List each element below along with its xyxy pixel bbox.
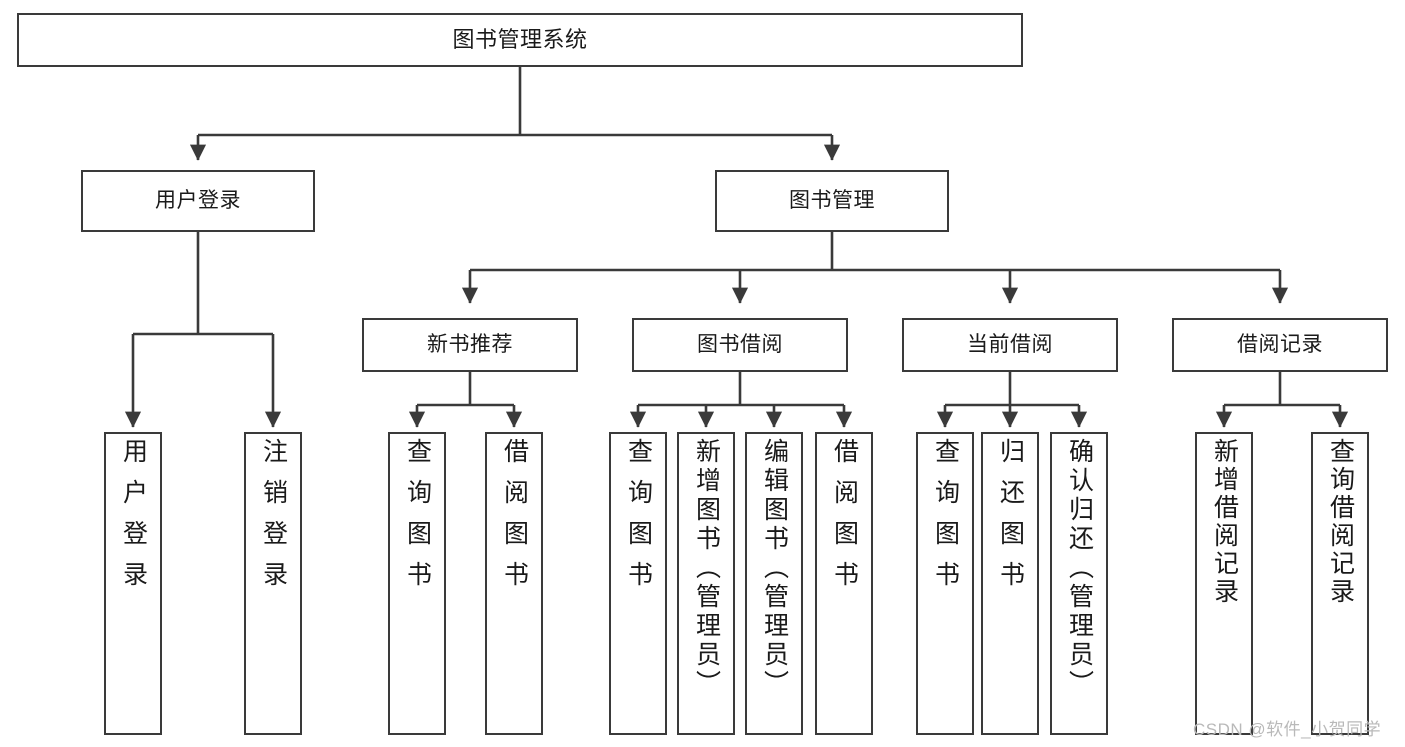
node-root-system[interactable]: 图书管理系统 <box>17 13 1023 67</box>
node-label: 借阅图书 <box>500 438 529 602</box>
leaf-borrow-borrow-book[interactable]: 借阅图书 <box>815 432 873 735</box>
node-label: 用户登录 <box>155 188 241 212</box>
node-label: 新书推荐 <box>427 332 513 356</box>
leaf-user-login-logout[interactable]: 注销登录 <box>244 432 302 735</box>
node-label: 注销登录 <box>259 438 288 602</box>
node-label: 归还图书 <box>996 438 1025 602</box>
node-label: 确认归还（管理员） <box>1065 438 1094 699</box>
node-user-login[interactable]: 用户登录 <box>81 170 315 232</box>
leaf-current-confirm-return-admin[interactable]: 确认归还（管理员） <box>1050 432 1108 735</box>
leaf-record-add-record[interactable]: 新增借阅记录 <box>1195 432 1253 735</box>
node-label: 当前借阅 <box>967 332 1053 356</box>
node-label: 编辑图书（管理员） <box>760 438 789 699</box>
node-label: 查询图书 <box>931 438 960 602</box>
leaf-current-return-book[interactable]: 归还图书 <box>981 432 1039 735</box>
node-book-borrow[interactable]: 图书借阅 <box>632 318 848 372</box>
leaf-borrow-edit-book-admin[interactable]: 编辑图书（管理员） <box>745 432 803 735</box>
node-label: 新增图书（管理员） <box>692 438 721 699</box>
node-label: 查询图书 <box>403 438 432 602</box>
leaf-current-query-book[interactable]: 查询图书 <box>916 432 974 735</box>
leaf-borrow-query-book[interactable]: 查询图书 <box>609 432 667 735</box>
leaf-user-login-login[interactable]: 用户登录 <box>104 432 162 735</box>
node-label: 查询图书 <box>624 438 653 602</box>
node-label: 借阅图书 <box>830 438 859 602</box>
leaf-recommend-query-book[interactable]: 查询图书 <box>388 432 446 735</box>
node-label: 用户登录 <box>119 438 148 602</box>
node-label: 新增借阅记录 <box>1210 438 1239 606</box>
node-label: 查询借阅记录 <box>1326 438 1355 606</box>
leaf-borrow-add-book-admin[interactable]: 新增图书（管理员） <box>677 432 735 735</box>
node-current-borrow[interactable]: 当前借阅 <box>902 318 1118 372</box>
node-label: 借阅记录 <box>1237 332 1323 356</box>
leaf-recommend-borrow-book[interactable]: 借阅图书 <box>485 432 543 735</box>
node-book-management[interactable]: 图书管理 <box>715 170 949 232</box>
leaf-record-query-record[interactable]: 查询借阅记录 <box>1311 432 1369 735</box>
node-new-book-recommend[interactable]: 新书推荐 <box>362 318 578 372</box>
node-label: 图书管理 <box>789 188 875 212</box>
node-label: 图书借阅 <box>697 332 783 356</box>
node-borrow-record[interactable]: 借阅记录 <box>1172 318 1388 372</box>
node-label: 图书管理系统 <box>452 27 588 53</box>
csdn-watermark: CSDN @软件_小贺同学 <box>1193 720 1382 739</box>
